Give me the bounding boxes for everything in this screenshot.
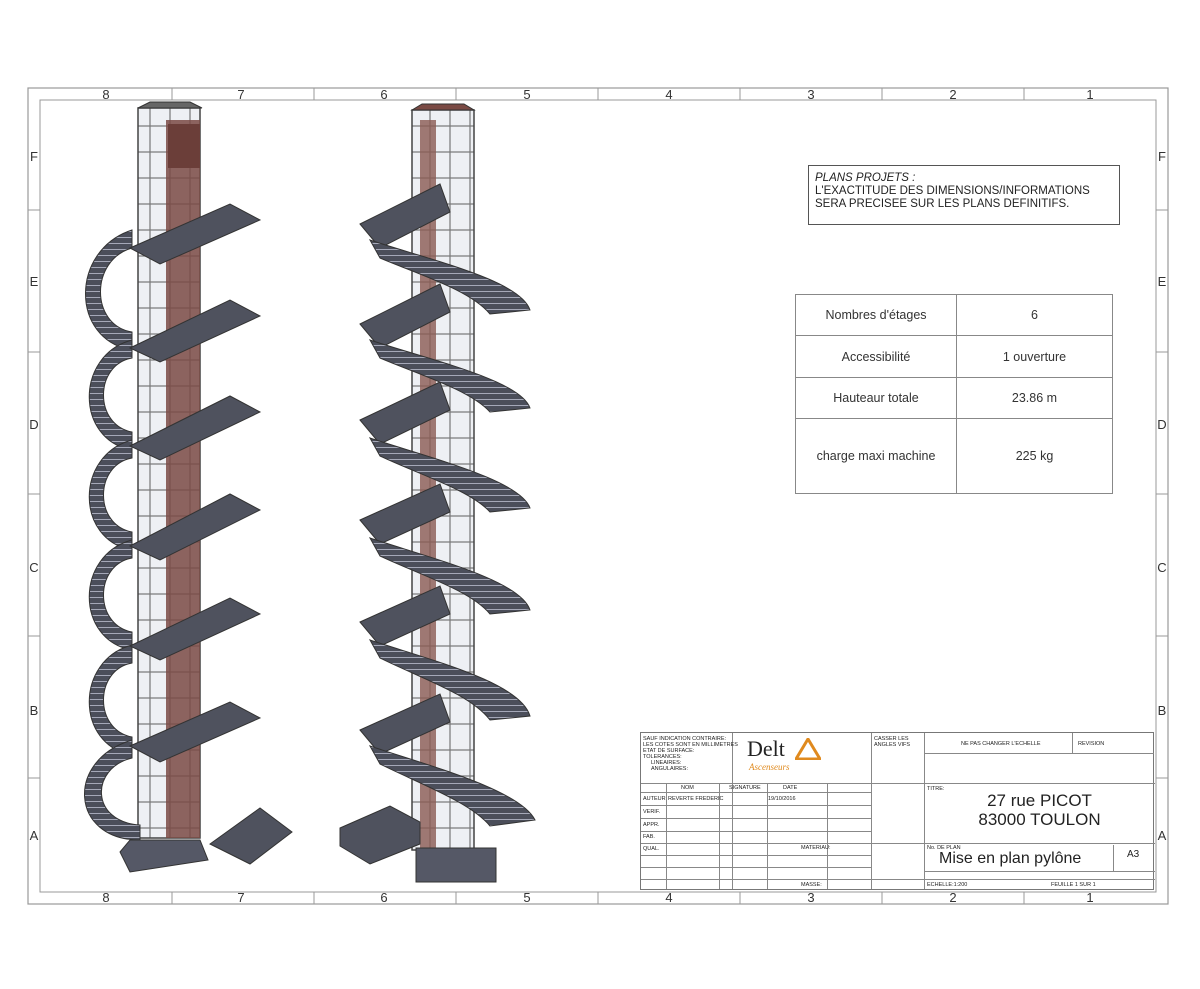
auteur-name: REVERTE FREDERIC bbox=[668, 796, 724, 802]
spec-value: 225 kg bbox=[956, 418, 1113, 494]
spec-label: Hauteaur totale bbox=[795, 377, 957, 419]
row-label-right: C bbox=[1157, 560, 1167, 575]
verif-label: VERIF. bbox=[643, 809, 661, 815]
col-label-bottom: 3 bbox=[807, 890, 815, 905]
tolerance-text: SAUF INDICATION CONTRAIRE: LES COTES SON… bbox=[643, 736, 738, 772]
col-label-top: 3 bbox=[807, 87, 815, 102]
row-label-right: E bbox=[1157, 274, 1167, 289]
row-label-right: F bbox=[1158, 149, 1166, 164]
pylon-view-right bbox=[339, 103, 536, 883]
pylon-view-left bbox=[84, 101, 293, 873]
col-label-bottom: 6 bbox=[380, 890, 388, 905]
note-line-2: SERA PRECISEE SUR LES PLANS DEFINITIFS. bbox=[815, 198, 1070, 210]
spec-value: 1 ouverture bbox=[956, 335, 1113, 378]
auteur-label: AUTEUR bbox=[643, 796, 666, 802]
note-line-1: L'EXACTITUDE DES DIMENSIONS/INFORMATIONS bbox=[815, 185, 1090, 197]
masse-label: MASSE: bbox=[801, 882, 822, 888]
title-block: SAUF INDICATION CONTRAIRE: LES COTES SON… bbox=[640, 732, 1155, 890]
col-label-top: 8 bbox=[102, 87, 110, 102]
col-label-bottom: 4 bbox=[665, 890, 673, 905]
spec-value: 6 bbox=[956, 294, 1113, 336]
col-label-bottom: 2 bbox=[949, 890, 957, 905]
row-label-left: B bbox=[29, 703, 39, 718]
echelle-label: ECHELLE:1:200 bbox=[927, 882, 968, 888]
col-date: DATE bbox=[783, 785, 798, 791]
fab-label: FAB. bbox=[643, 834, 655, 840]
titre-label: TITRE: bbox=[927, 786, 945, 792]
casser-angles: CASSER LES ANGLES VIFS bbox=[874, 736, 911, 748]
row-label-left: A bbox=[29, 828, 39, 843]
spec-table: Nombres d'étages 6 Accessibilité 1 ouver… bbox=[795, 294, 1113, 494]
col-label-top: 1 bbox=[1086, 87, 1094, 102]
row-label-right: D bbox=[1157, 417, 1167, 432]
spec-label: Nombres d'étages bbox=[795, 294, 957, 336]
note-heading: PLANS PROJETS : bbox=[815, 172, 916, 184]
row-label-left: F bbox=[30, 149, 38, 164]
logo-triangle-icon bbox=[795, 738, 821, 760]
ne-pas-changer-echelle: NE PAS CHANGER L'ECHELLE bbox=[961, 741, 1041, 747]
col-label-bottom: 1 bbox=[1086, 890, 1094, 905]
col-label-top: 2 bbox=[949, 87, 957, 102]
table-row: charge maxi machine 225 kg bbox=[795, 418, 1113, 494]
spec-label: charge maxi machine bbox=[795, 418, 957, 494]
company-logo: Delt Ascenseurs bbox=[745, 734, 865, 778]
project-note-box: PLANS PROJETS : L'EXACTITUDE DES DIMENSI… bbox=[808, 165, 1120, 225]
col-nom: NOM bbox=[681, 785, 694, 791]
table-row: Nombres d'étages 6 bbox=[795, 294, 1113, 336]
table-row: Hauteaur totale 23.86 m bbox=[795, 377, 1113, 419]
title-line-1: 27 rue PICOT bbox=[987, 791, 1092, 810]
title-line-2: 83000 TOULON bbox=[978, 810, 1101, 829]
drawing-title: 27 rue PICOT 83000 TOULON bbox=[924, 791, 1155, 829]
row-label-left: C bbox=[29, 560, 39, 575]
auteur-date: 19/10/2016 bbox=[768, 796, 796, 802]
col-label-bottom: 8 bbox=[102, 890, 110, 905]
row-label-right: A bbox=[1157, 828, 1167, 843]
row-label-left: E bbox=[29, 274, 39, 289]
col-label-top: 6 bbox=[380, 87, 388, 102]
qual-label: QUAL. bbox=[643, 846, 660, 852]
col-label-bottom: 7 bbox=[237, 890, 245, 905]
materiau-label: MATERIAU: bbox=[801, 845, 831, 851]
appr-label: APPR. bbox=[643, 822, 660, 828]
row-label-right: B bbox=[1157, 703, 1167, 718]
no-plan-label: No. DE PLAN bbox=[927, 845, 961, 851]
col-label-top: 5 bbox=[523, 87, 531, 102]
col-signature: SIGNATURE bbox=[729, 785, 761, 791]
spec-value: 23.86 m bbox=[956, 377, 1113, 419]
format-label: A3 bbox=[1127, 849, 1140, 860]
col-label-top: 4 bbox=[665, 87, 673, 102]
revision-label: REVISION bbox=[1078, 741, 1105, 747]
col-label-top: 7 bbox=[237, 87, 245, 102]
col-label-bottom: 5 bbox=[523, 890, 531, 905]
plan-title: Mise en plan pylône bbox=[939, 850, 1082, 867]
row-label-left: D bbox=[29, 417, 39, 432]
spec-label: Accessibilité bbox=[795, 335, 957, 378]
table-row: Accessibilité 1 ouverture bbox=[795, 335, 1113, 378]
feuille-label: FEUILLE 1 SUR 1 bbox=[1051, 882, 1096, 888]
